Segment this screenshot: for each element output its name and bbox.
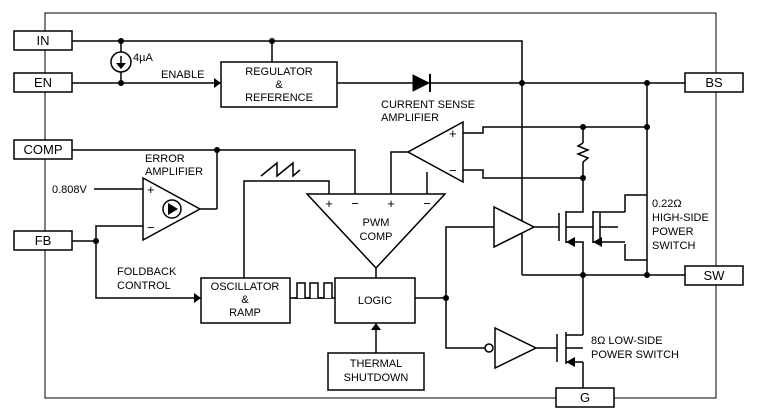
high-side-label-line3: POWER — [652, 226, 694, 238]
current-sense-label-line1: CURRENT SENSE — [381, 99, 475, 111]
clock-pulse-icon — [294, 282, 333, 299]
bootstrap-diode-icon — [412, 74, 431, 92]
pin-comp: COMP — [13, 139, 73, 160]
regulator-label-line2: & — [275, 79, 283, 91]
chip-outline — [44, 12, 717, 399]
pin-bs-label: BS — [705, 75, 723, 90]
pwm-in2-minus: − — [351, 196, 359, 211]
junction-dots — [93, 38, 650, 301]
logic-block: LOGIC — [334, 277, 416, 324]
current-source-icon — [110, 51, 132, 73]
thermal-shutdown-block: THERMAL SHUTDOWN — [327, 352, 425, 391]
pin-in: IN — [13, 30, 73, 51]
logic-label: LOGIC — [358, 295, 392, 307]
thermal-label-line2: SHUTDOWN — [344, 372, 409, 384]
enable-arrow-icon — [214, 78, 221, 88]
enable-label: ENABLE — [161, 69, 204, 81]
csa-plus-label: + — [449, 126, 457, 141]
pwm-label-line2: COMP — [360, 231, 393, 243]
thermal-arrow-icon — [371, 323, 381, 330]
current-source-label: 4µA — [133, 52, 153, 64]
pin-fb: FB — [13, 230, 73, 251]
pin-comp-label: COMP — [24, 142, 63, 157]
ramp-waveform-icon — [260, 161, 301, 178]
pin-en-label: EN — [34, 75, 52, 90]
pin-bs: BS — [684, 72, 744, 93]
high-side-mosfet-icon — [583, 211, 625, 247]
current-sense-amplifier: + − — [406, 120, 464, 184]
thermal-label-line1: THERMAL — [350, 358, 403, 370]
high-side-label-line2: HIGH-SIDE — [652, 212, 709, 224]
high-side-label-line4: SWITCH — [652, 240, 695, 252]
pin-sw: SW — [684, 265, 744, 286]
pin-fb-label: FB — [35, 233, 52, 248]
low-side-label-line1: 8Ω LOW-SIDE — [591, 335, 663, 347]
high-side-label-line1: 0.22Ω — [652, 198, 682, 210]
error-amplifier: + − — [142, 176, 202, 242]
regulator-block: REGULATOR & REFERENCE — [220, 61, 338, 108]
sense-resistor-icon — [575, 142, 591, 163]
oscillator-label-line2: & — [241, 294, 249, 306]
regulator-label-line3: REFERENCE — [245, 92, 313, 104]
foldback-arrow-icon — [194, 293, 201, 303]
foldback-label-line1: FOLDBACK — [117, 266, 177, 278]
oscillator-label-line1: OSCILLATOR — [211, 281, 280, 293]
current-sense-mosfet-icon — [558, 207, 584, 247]
pwm-in1-plus: + — [325, 196, 333, 211]
high-side-driver — [493, 205, 536, 249]
pin-g: G — [555, 387, 615, 408]
error-amp-label-line1: ERROR — [145, 153, 185, 165]
regulator-label-line1: REGULATOR — [245, 66, 312, 78]
pwm-label-line1: PWM — [363, 217, 390, 229]
low-side-label-line2: POWER SWITCH — [591, 349, 679, 361]
error-amp-label-line2: AMPLIFIER — [145, 166, 203, 178]
wires — [72, 40, 685, 388]
current-sense-label-line2: AMPLIFIER — [381, 112, 439, 124]
csa-minus-label: − — [449, 163, 457, 178]
pin-sw-label: SW — [704, 268, 726, 283]
pin-g-label: G — [580, 390, 590, 405]
oscillator-block: OSCILLATOR & RAMP — [200, 277, 291, 324]
low-side-mosfet-icon — [556, 332, 583, 367]
ea-plus-label: + — [147, 182, 155, 197]
pwm-in3-plus: + — [387, 196, 395, 211]
pin-in-label: IN — [37, 33, 50, 48]
low-side-driver — [484, 326, 538, 370]
pwm-in4-minus: − — [423, 196, 431, 211]
oscillator-label-line3: RAMP — [229, 307, 261, 319]
pwm-comparator: + − + − PWM COMP — [305, 193, 447, 270]
ea-minus-label: − — [147, 220, 155, 235]
foldback-label-line2: CONTROL — [117, 280, 171, 292]
vref-label: 0.808V — [52, 184, 88, 196]
pin-en: EN — [13, 72, 73, 93]
